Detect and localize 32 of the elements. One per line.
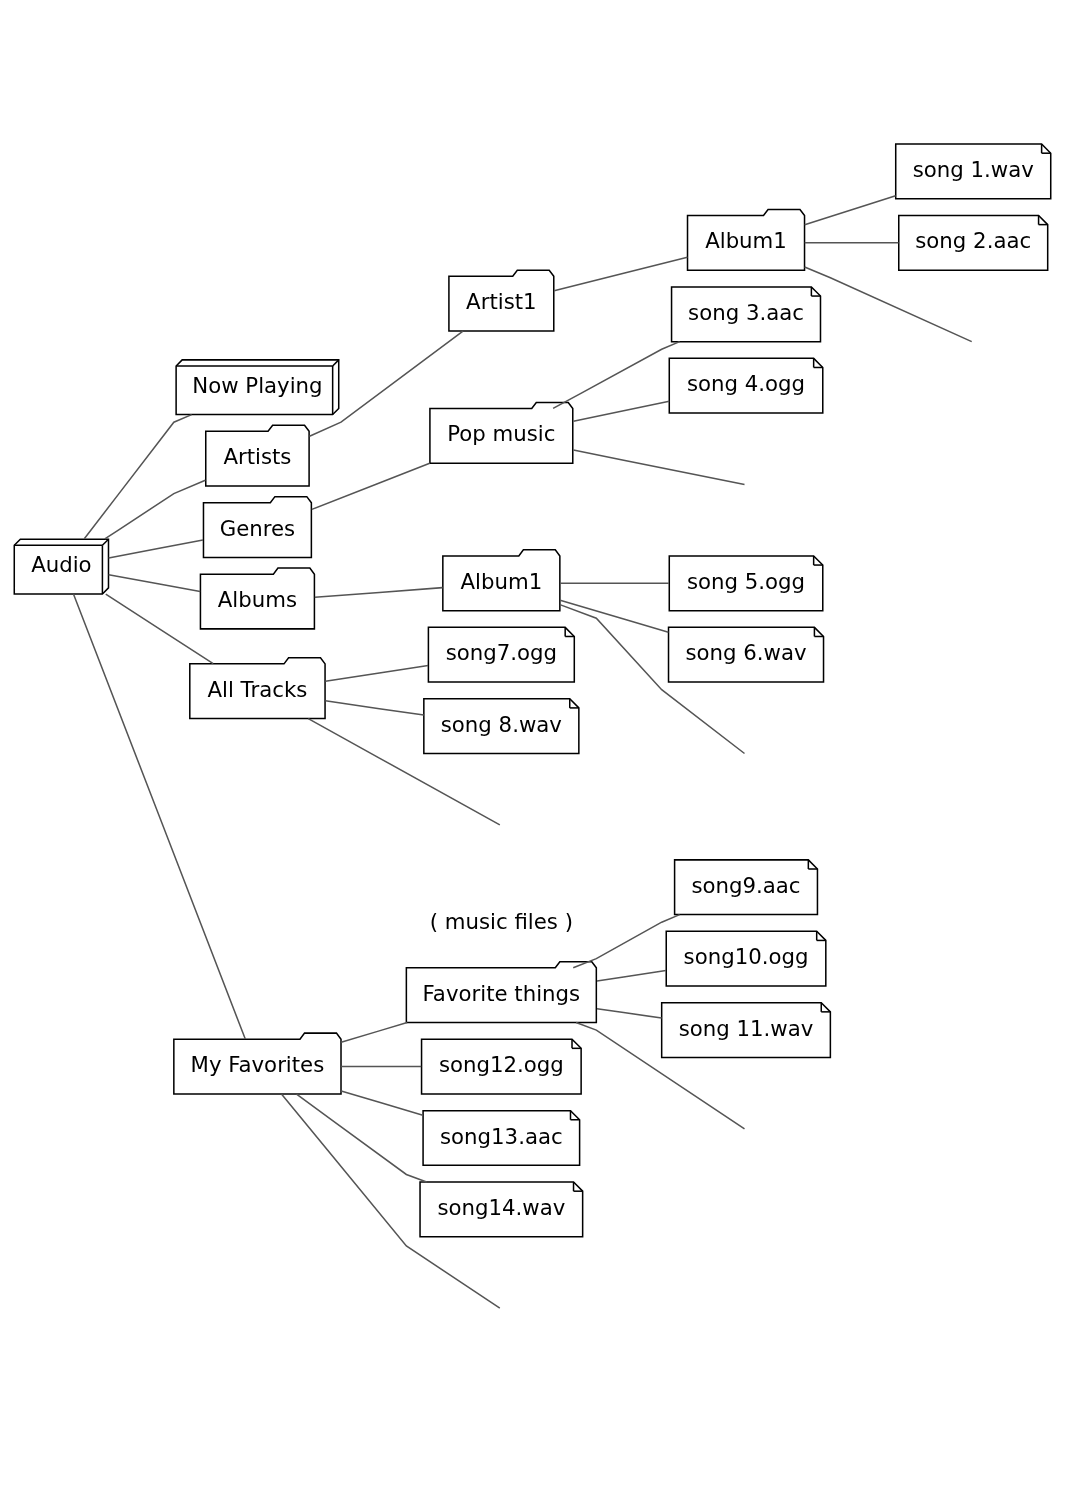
connector [559, 582, 670, 585]
connector [803, 266, 973, 343]
connector [308, 330, 464, 437]
connector [553, 256, 689, 292]
connector [107, 574, 201, 593]
connector [572, 913, 681, 969]
connector [596, 969, 667, 982]
connector [559, 603, 746, 755]
connector [314, 586, 444, 599]
connector [572, 449, 746, 486]
connector [559, 599, 670, 633]
connector [324, 664, 429, 682]
connector [340, 1090, 424, 1116]
connector [307, 717, 501, 826]
connector [311, 462, 431, 511]
connector [596, 1008, 663, 1019]
label: ( music files ) [429, 909, 573, 935]
connector [575, 1021, 746, 1130]
connector [280, 1093, 501, 1309]
connector [104, 593, 214, 665]
connector [552, 340, 681, 410]
connector [107, 539, 204, 559]
connector [104, 479, 207, 540]
connector [340, 1065, 422, 1068]
connector [324, 700, 425, 716]
connector [803, 242, 900, 244]
connector [803, 194, 897, 226]
connector [572, 400, 670, 422]
connector [72, 593, 247, 1040]
connector [83, 413, 193, 540]
connector [340, 1021, 408, 1043]
connector [295, 1093, 428, 1183]
